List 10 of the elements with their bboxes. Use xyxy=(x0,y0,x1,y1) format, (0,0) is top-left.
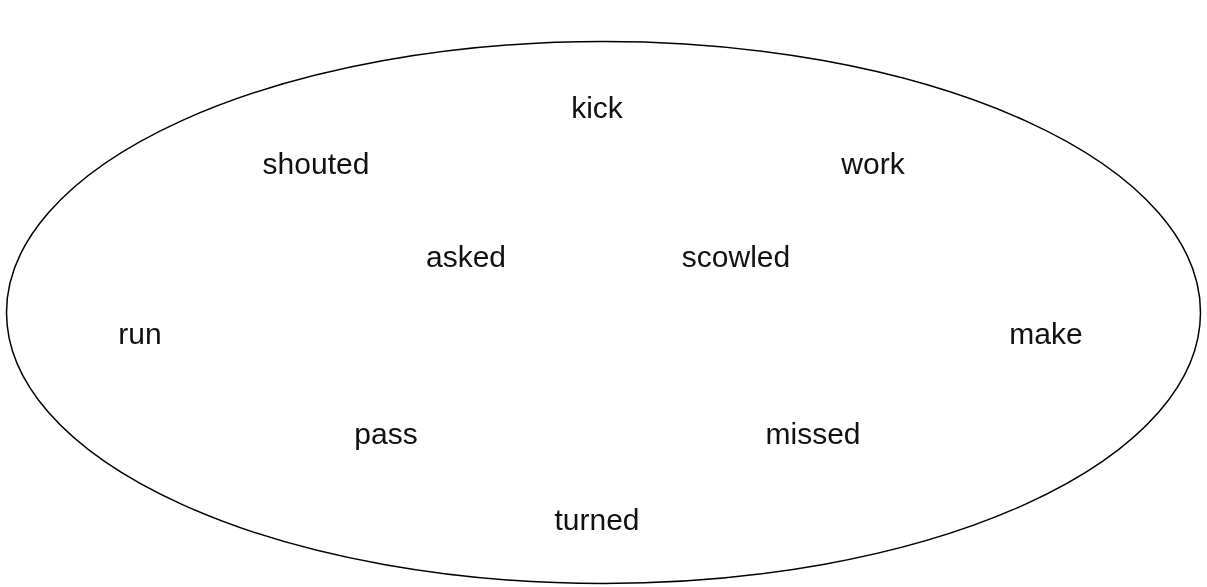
word-label: work xyxy=(841,146,905,180)
word-label: scowled xyxy=(681,239,791,273)
word-label: turned xyxy=(554,502,640,536)
word-label: make xyxy=(1009,316,1083,350)
word-label: run xyxy=(118,316,162,350)
word-label: kick xyxy=(571,90,623,124)
word-label: shouted xyxy=(262,146,370,180)
word-label: pass xyxy=(354,416,418,450)
word-label: asked xyxy=(425,239,507,273)
word-label: missed xyxy=(765,416,861,450)
